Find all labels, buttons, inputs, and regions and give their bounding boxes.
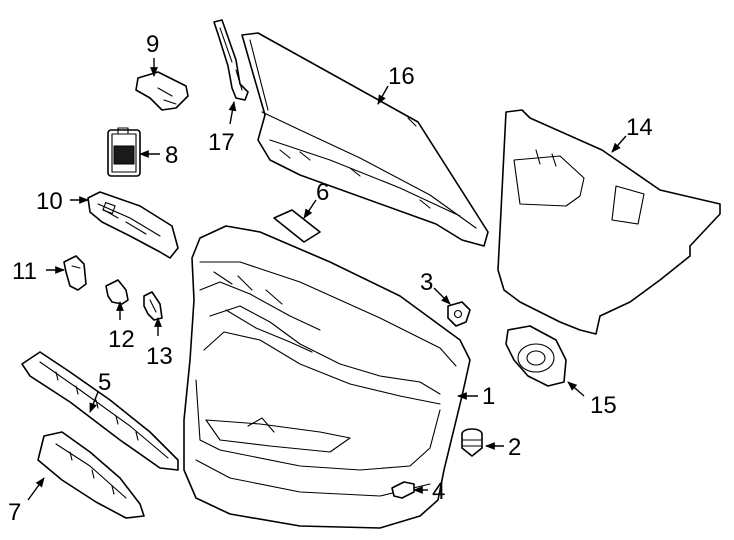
part-14-water-shield: [497, 109, 721, 335]
part-1-door-panel: [183, 225, 471, 529]
leader-6: [303, 199, 317, 219]
callout-13: 13: [146, 343, 173, 370]
callout-10: 10: [36, 188, 63, 215]
callout-7: 7: [8, 499, 21, 526]
callout-labels: 1 2 3 4 5 6 7 8 9 10 11 12 13 14 15 16 1…: [8, 31, 653, 526]
callout-14: 14: [626, 114, 653, 141]
part-8-switch: [107, 127, 141, 177]
part-17-rail: [213, 19, 249, 101]
leader-16: [377, 85, 389, 105]
leader-5: [89, 391, 99, 413]
part-15-speaker: [505, 325, 567, 387]
callout-17: 17: [208, 129, 235, 156]
part-10-switch-bezel: [87, 191, 179, 259]
callout-8: 8: [165, 142, 178, 169]
callout-4: 4: [432, 478, 445, 505]
part-3-clip: [447, 301, 471, 327]
callout-5: 5: [98, 369, 111, 396]
part-6-panel: [273, 209, 321, 243]
part-12-clip: [105, 279, 129, 305]
callout-16: 16: [388, 63, 415, 90]
part-5-trim-strip: [21, 351, 179, 471]
part-7-lower-panel: [37, 431, 145, 519]
callout-12: 12: [108, 326, 135, 353]
part-16-window-regulator: [241, 32, 489, 247]
callout-2: 2: [508, 434, 521, 461]
callout-15: 15: [590, 392, 617, 419]
leader-lines: [27, 58, 627, 501]
leader-15: [567, 381, 585, 397]
callout-3: 3: [420, 269, 433, 296]
part-9-trim: [135, 71, 189, 111]
leader-7: [27, 477, 45, 501]
part-11-clip: [63, 255, 87, 291]
part-2-fastener: [461, 428, 483, 457]
part-13-clip: [143, 291, 163, 321]
callout-11: 11: [12, 258, 37, 285]
leader-14: [611, 135, 627, 153]
leader-3: [433, 287, 451, 305]
callout-1: 1: [482, 383, 495, 410]
callout-9: 9: [146, 31, 159, 58]
leader-17: [228, 101, 237, 125]
callout-6: 6: [316, 179, 329, 206]
